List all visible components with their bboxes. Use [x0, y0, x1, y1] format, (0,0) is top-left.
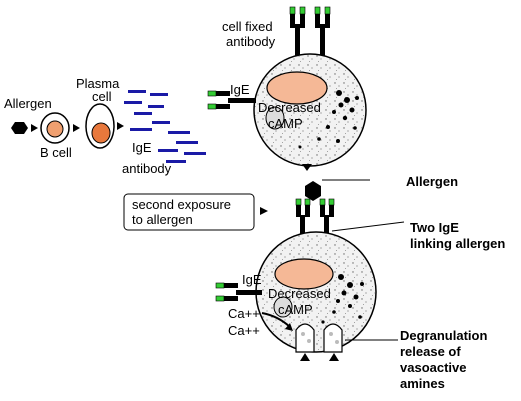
antibody-dash — [158, 149, 178, 152]
up-arrow-icon — [300, 353, 310, 361]
up-arrow-icon — [329, 353, 339, 361]
decreased-bottom-label-1: Decreased — [268, 286, 331, 301]
antibody-dash — [124, 101, 142, 104]
second-exposure-label-1: second exposure — [132, 197, 231, 212]
ca-label-1: Ca++ — [228, 306, 260, 321]
antibody-dash — [176, 141, 198, 144]
antibody-y-shape — [295, 198, 311, 247]
ige-top-label: IgE — [230, 82, 250, 97]
antibody-dash — [166, 160, 186, 163]
antibody-y-shape — [319, 198, 335, 247]
ca-label-2: Ca++ — [228, 323, 260, 338]
arrow-icon — [260, 207, 268, 215]
degran-label-3: vasoactive — [400, 360, 467, 375]
mast-cell-bottom-vacuole — [273, 296, 293, 318]
degranulation-pit — [295, 323, 315, 353]
arrow-icon — [73, 124, 80, 132]
antibody-dash — [150, 93, 168, 96]
two-ige-label-1: Two IgE — [410, 220, 459, 235]
antibody-dash — [130, 128, 152, 131]
side-antibody — [207, 90, 256, 110]
cell-fixed-antibodies — [289, 6, 331, 60]
allergen-right-hexagon-icon — [305, 181, 321, 201]
antibody-dash — [152, 121, 170, 124]
degranulation-pit — [323, 323, 343, 353]
decreased-bottom-label-2: cAMP — [278, 302, 313, 317]
degran-label-1: Degranulation — [400, 328, 487, 343]
mast-cell-top-nucleus — [266, 71, 328, 105]
two-ige-label-2: linking allergen — [410, 236, 505, 251]
antibody-y-shape — [314, 6, 331, 60]
ige-antibody-label-2: antibody — [122, 161, 172, 176]
granules-top — [298, 90, 359, 149]
granules-bottom — [321, 274, 364, 324]
two-ige-pointer-line — [331, 221, 405, 232]
degran-label-2: release of — [400, 344, 461, 359]
mast-cell-bottom-nucleus — [274, 258, 334, 290]
antibody-y-shape — [289, 6, 306, 60]
degran-label-4: amines — [400, 376, 445, 391]
b-cell-nucleus — [46, 120, 64, 138]
antibody-dash — [168, 131, 190, 134]
allergen-right-label: Allergen — [406, 174, 458, 189]
arrow-icon — [117, 122, 124, 130]
calcium-arrow-icon — [261, 312, 291, 328]
ige-bottom-label: IgE — [242, 272, 262, 287]
calcium-arrow-head-icon — [285, 323, 293, 331]
arrow-icon — [31, 124, 38, 132]
mast-cell-top-vacuole — [265, 106, 285, 130]
secreted-antibodies — [124, 90, 206, 163]
decreased-top-label-1: Decreased — [258, 100, 321, 115]
antibody-dash — [148, 105, 164, 108]
plasma-label-1: Plasma — [76, 76, 120, 91]
down-arrow-icon — [302, 164, 312, 171]
ige-antibody-label-1: IgE — [132, 140, 152, 155]
antibody-dash — [128, 90, 146, 93]
side-antibody — [215, 282, 262, 302]
antibody-dash — [134, 112, 152, 115]
released-granules — [301, 332, 339, 344]
decreased-top-label-2: cAMP — [268, 116, 303, 131]
cell-fixed-label-1: cell fixed — [222, 19, 273, 34]
allergen-left-hexagon-icon — [11, 122, 28, 134]
antibody-dash — [184, 152, 206, 155]
allergen-left-label: Allergen — [4, 96, 52, 111]
crosslinked-antibodies — [295, 198, 335, 247]
cell-fixed-label-2: antibody — [226, 34, 276, 49]
b-cell-label: B cell — [40, 145, 72, 160]
plasma-label-2: cell — [92, 89, 112, 104]
plasma-cell-nucleus — [91, 122, 111, 144]
second-exposure-label-2: to allergen — [132, 212, 193, 227]
second-exposure-box — [123, 193, 255, 231]
